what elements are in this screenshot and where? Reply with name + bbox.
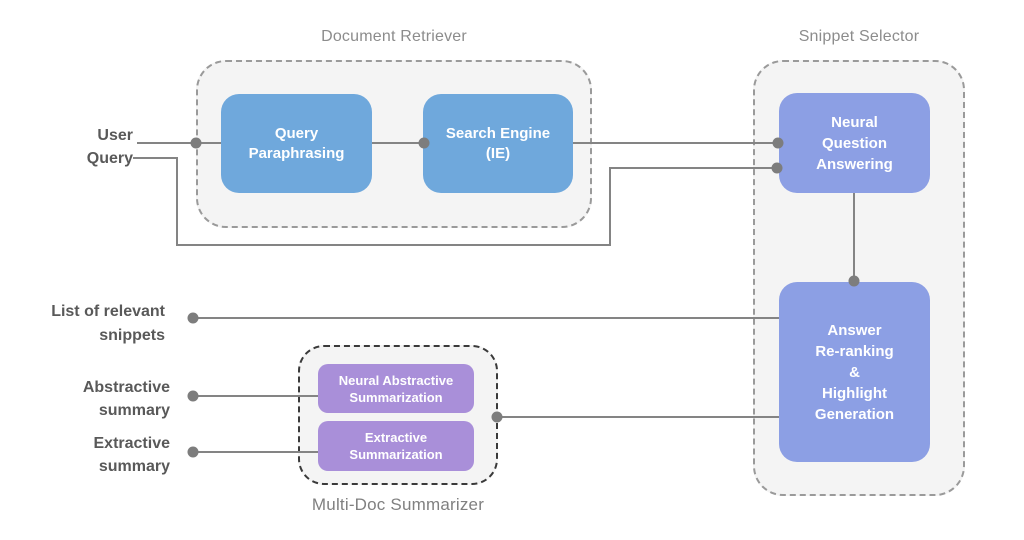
user-query-label: User Query xyxy=(86,127,133,167)
extractive-summarization-node: Extractive Summarization xyxy=(318,421,474,471)
junction-dot-abstractive-label xyxy=(187,390,199,402)
answer-reranking-node: Answer Re-ranking & Highlight Generation xyxy=(779,282,930,462)
neural-question-answering-node: Neural Question Answering xyxy=(779,93,930,193)
multi-doc-summarizer-title: Multi-Doc Summarizer xyxy=(311,495,485,514)
neural-abstractive-summarization-node: Neural Abstractive Summarization xyxy=(318,364,474,413)
document-retriever-title: Document Retriever xyxy=(321,28,467,45)
search-engine-node: Search Engine (IE) xyxy=(423,94,573,193)
snippet-selector-title: Snippet Selector xyxy=(798,28,920,45)
junction-dot-snippets-label xyxy=(187,312,199,324)
extractive-summary-label: Extractive summary xyxy=(93,435,171,475)
junction-dot-extractive-label xyxy=(187,446,199,458)
abstractive-summary-label: Abstractive summary xyxy=(82,379,170,419)
list-of-relevant-snippets-label: List of relevant snippets xyxy=(51,303,165,344)
query-paraphrasing-node: Query Paraphrasing xyxy=(221,94,372,193)
